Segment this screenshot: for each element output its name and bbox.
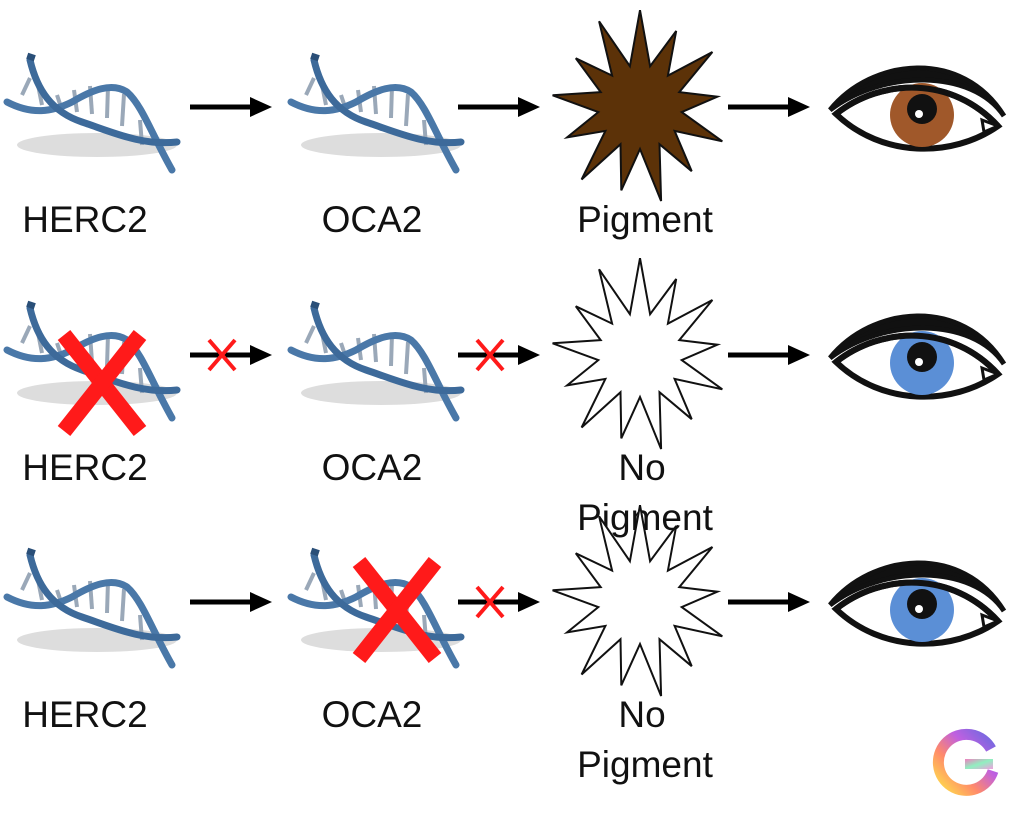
no-pigment-star-icon — [552, 258, 723, 450]
blocked-x-icon — [352, 557, 442, 663]
arrow-icon — [190, 97, 272, 117]
arrow-icon — [728, 592, 810, 612]
pathway-row: HERC2 OCA2 Pigment — [7, 10, 1004, 240]
arrow-icon — [728, 345, 810, 365]
no-pigment-star-icon — [552, 505, 723, 697]
arrow-icon — [458, 592, 540, 612]
pigment-star-icon — [552, 10, 723, 202]
blue-eye-icon — [830, 563, 1004, 644]
brown-eye-icon — [830, 68, 1004, 149]
herc2-label: HERC2 — [22, 199, 147, 240]
no-pigment-label-line1: No — [618, 447, 665, 488]
blocked-arrow-x-icon — [207, 338, 237, 372]
herc2-label: HERC2 — [22, 694, 147, 735]
arrow-icon — [190, 345, 272, 365]
arrow-icon — [190, 592, 272, 612]
oca2-label: OCA2 — [322, 199, 423, 240]
blocked-arrow-x-icon — [475, 585, 505, 619]
blocked-x-icon — [57, 330, 147, 436]
oca2-label: OCA2 — [322, 694, 423, 735]
pigment-label: Pigment — [577, 199, 713, 240]
oca2-dna-icon — [291, 302, 461, 418]
blue-eye-icon — [830, 316, 1004, 397]
oca2-label: OCA2 — [322, 447, 423, 488]
herc2-label: HERC2 — [22, 447, 147, 488]
arrow-icon — [458, 345, 540, 365]
blocked-arrow-x-icon — [475, 338, 505, 372]
arrow-icon — [728, 97, 810, 117]
herc2-dna-icon — [7, 549, 177, 665]
oca2-dna-icon — [291, 54, 461, 170]
herc2-dna-icon — [7, 54, 177, 170]
no-pigment-label-line2: Pigment — [577, 744, 713, 785]
arrow-icon — [458, 97, 540, 117]
no-pigment-label-line1: No — [618, 694, 665, 735]
logo-icon — [932, 728, 999, 796]
